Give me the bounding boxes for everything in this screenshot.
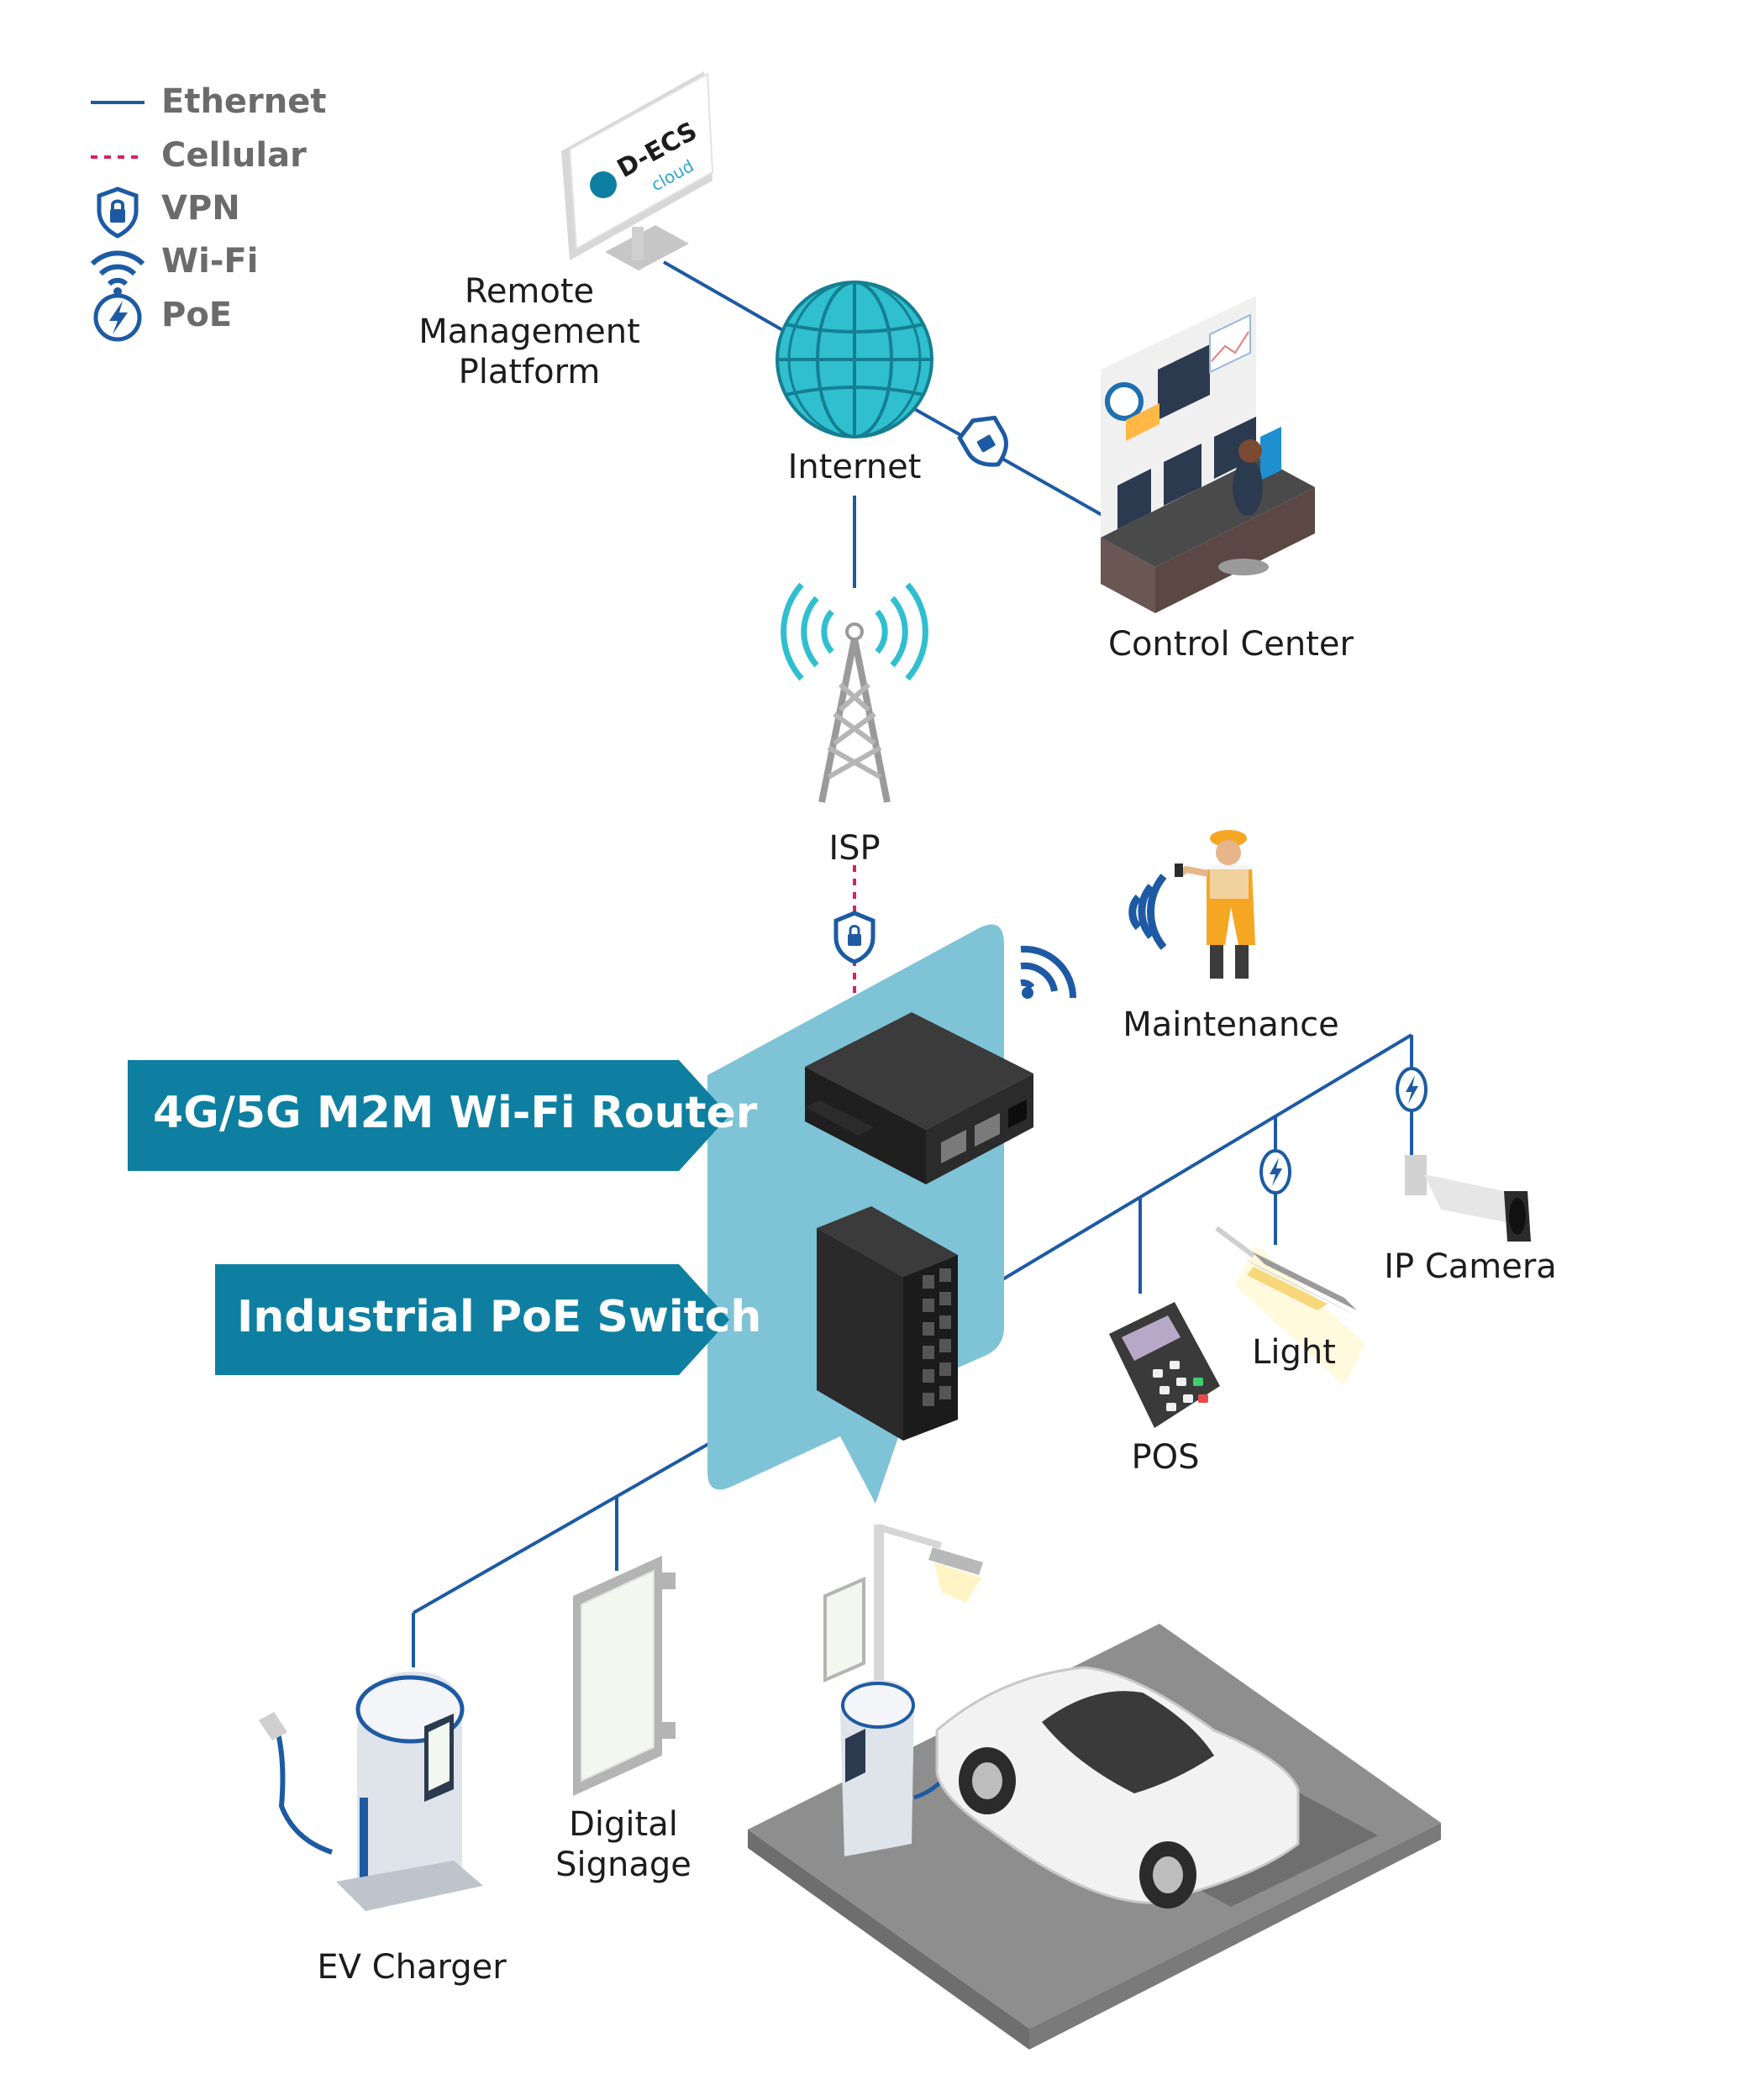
digital-signage-line2: Signage	[555, 1845, 691, 1884]
legend-label-cellular: Cellular	[161, 136, 307, 175]
pos-label: POS	[1131, 1438, 1200, 1477]
maintenance-worker	[1128, 830, 1255, 979]
street-light-device	[1215, 1226, 1365, 1386]
globe-icon	[776, 281, 933, 438]
pos-terminal-device	[1109, 1302, 1220, 1428]
digital-signage-device	[573, 1556, 676, 1796]
parking-lot-scene	[748, 1524, 1441, 2050]
poe-bolt-icon	[1259, 1149, 1291, 1194]
poe-bolt-icon	[93, 293, 142, 342]
remote-platform-line3: Platform	[458, 353, 601, 391]
router-banner-label: 4G/5G M2M Wi-Fi Router	[153, 1088, 758, 1138]
ev-charger-label: EV Charger	[317, 1948, 507, 1987]
switch-banner-label: Industrial PoE Switch	[237, 1292, 762, 1342]
digital-signage-line1: Digital	[569, 1805, 678, 1844]
legend-label-poe: PoE	[161, 296, 233, 334]
wifi-router-device	[805, 1012, 1033, 1184]
remote-management-monitor: D-ECS cloud	[561, 71, 714, 270]
internet-label: Internet	[787, 448, 922, 486]
wifi-icon	[90, 250, 145, 296]
ip-camera-device	[1405, 1155, 1531, 1242]
remote-platform-label: Remote Management Platform	[416, 271, 643, 392]
switch-banner-shape	[215, 1264, 729, 1375]
vpn-shield-icon	[97, 186, 139, 239]
ip-camera-label: IP Camera	[1384, 1247, 1557, 1286]
electric-car	[935, 1666, 1300, 1908]
isp-label: ISP	[828, 829, 881, 868]
poe-switch-device	[817, 1206, 958, 1441]
cell-tower-icon	[781, 582, 928, 803]
remote-platform-line2: Management	[418, 312, 640, 351]
ev-charger-device	[259, 1672, 483, 1911]
vpn-shield-icon	[833, 911, 876, 964]
vpn-shield-icon	[957, 415, 1008, 467]
operator	[1233, 459, 1263, 516]
router-banner-shape	[128, 1060, 729, 1171]
wifi-signal-icon	[1020, 945, 1077, 999]
digital-signage-label: Digital Signage	[539, 1804, 707, 1885]
legend-label-wifi: Wi-Fi	[161, 242, 259, 281]
poe-bolt-icon	[1396, 1067, 1428, 1112]
legend-label-vpn: VPN	[161, 189, 240, 228]
control-center-scene	[1101, 296, 1315, 613]
legend	[90, 101, 145, 342]
cloud-logo-icon	[590, 171, 617, 198]
light-label: Light	[1252, 1333, 1336, 1372]
control-center-label: Control Center	[1108, 625, 1354, 664]
remote-platform-line1: Remote	[464, 272, 595, 311]
maintenance-label: Maintenance	[1123, 1005, 1339, 1044]
legend-label-ethernet: Ethernet	[161, 82, 327, 121]
